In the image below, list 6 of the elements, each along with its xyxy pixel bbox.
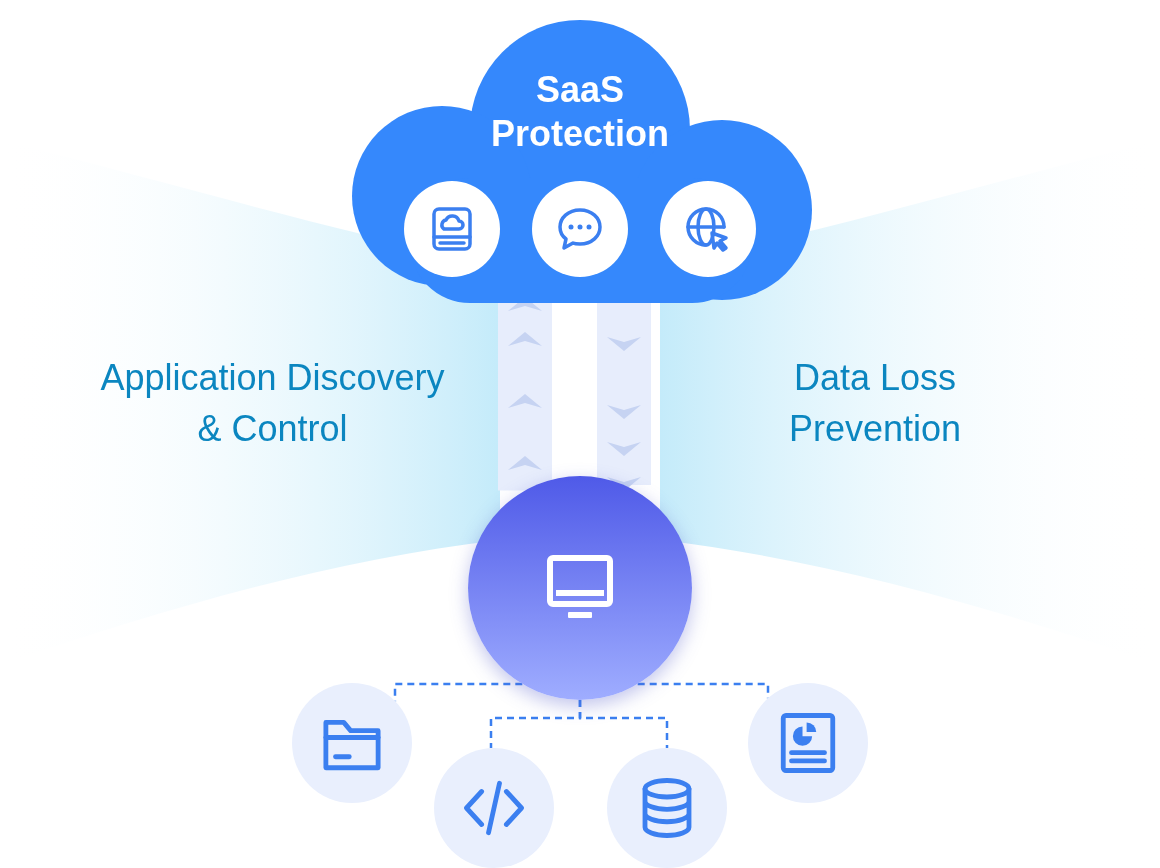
dashed-connector bbox=[578, 700, 669, 748]
arrow-channel bbox=[597, 303, 651, 487]
arrow-channel bbox=[498, 303, 552, 491]
feature-label: Application Discovery & Control bbox=[99, 356, 446, 451]
cloud-title: SaaS Protection bbox=[490, 68, 670, 156]
feature-label: Data Loss Prevention bbox=[787, 356, 963, 451]
